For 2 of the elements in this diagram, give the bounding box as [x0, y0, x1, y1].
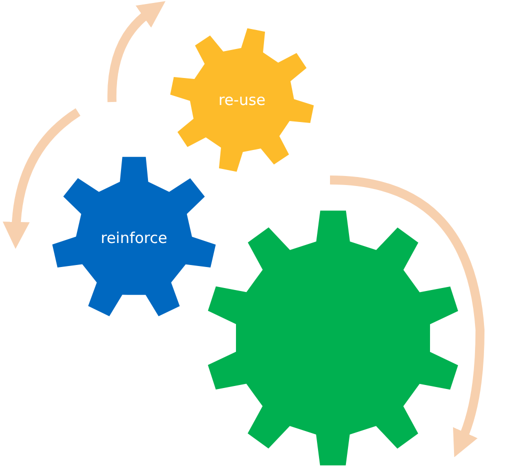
gear-label: reinforce: [100, 229, 168, 247]
gear-label: re-use: [217, 91, 267, 109]
